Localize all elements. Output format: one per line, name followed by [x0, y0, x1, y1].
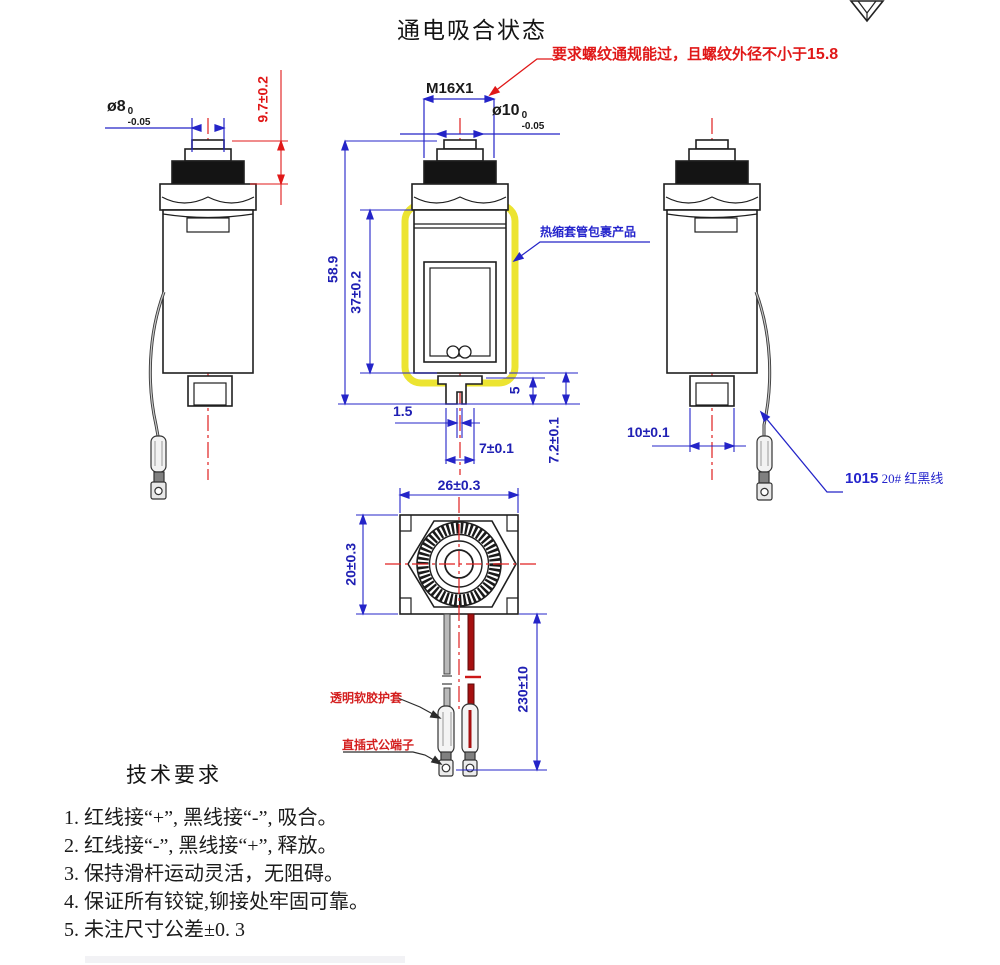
dim-label-d97: 9.7±0.2: [254, 76, 271, 123]
dim-d10: [400, 130, 560, 138]
wire-black: [442, 613, 452, 711]
wire-gauge-number: 1015: [845, 470, 879, 487]
dim-d230: [456, 613, 547, 771]
dim-label-d230: 230±10: [514, 666, 531, 713]
watermark-strip: [85, 956, 405, 963]
leader-wire-note: [757, 409, 843, 493]
dim-label-d15: 1.5: [393, 403, 413, 419]
dim-d26: [399, 488, 519, 513]
plunger-tip: [443, 139, 477, 150]
leader-terminal-note: [343, 751, 444, 768]
dim-label-d20: 20±0.3: [342, 542, 359, 586]
heat-shrink-note: 热缩套管包裹产品: [540, 225, 637, 239]
dim-d589: [338, 140, 580, 405]
tech-item-4: 4. 保证所有铰锭,铆接处牢固可靠。: [64, 891, 369, 913]
right-view: [652, 118, 843, 501]
wire-sheath-left: [437, 705, 455, 755]
lead-wire: [148, 291, 166, 437]
coil-body: [162, 209, 254, 374]
left-view: [105, 70, 288, 500]
plunger-collar: [688, 148, 736, 162]
dim-label-m16: M16X1: [426, 80, 474, 97]
knurled-nut: [675, 160, 749, 185]
tech-item-1: 1. 红线接“+”, 黑线接“-”, 吸合。: [64, 807, 338, 829]
tech-item-5: 5. 未注尺寸公差±0. 3: [64, 919, 245, 941]
wire-spec-note: 1015 20# 红黑线: [845, 471, 943, 487]
leader-sheath-note: [397, 697, 442, 722]
dim-label-d10b: 10±0.1: [627, 424, 670, 440]
terminal-block: [689, 375, 735, 407]
dim-d8: [105, 118, 225, 152]
dim-d20: [356, 514, 398, 615]
dim-d7: [445, 408, 475, 464]
dim-d10b: [652, 408, 746, 452]
wire-terminal: [150, 435, 167, 500]
bottom-view: [343, 488, 547, 777]
dim-label-d37: 37±0.2: [347, 270, 364, 314]
dim-label-d7: 7±0.1: [479, 440, 514, 456]
tech-requirements-heading: 技术要求: [126, 763, 222, 787]
dim-d15: [395, 408, 480, 438]
leader-shrink-note: [511, 241, 650, 265]
dim-label-d5: 5: [506, 386, 523, 395]
terminal-block: [187, 375, 233, 407]
corner-symbol: [849, 0, 885, 23]
wire-exit-hole: [458, 345, 472, 359]
terminal-note: 直插式公端子: [342, 738, 415, 752]
front-view: [338, 58, 650, 475]
wire-terminal: [756, 435, 773, 501]
dim-m16: [423, 95, 495, 158]
wire-exit-hole: [446, 345, 460, 359]
thread-note-value: 15.8: [807, 46, 839, 63]
dim-d5: [486, 377, 545, 405]
thread-requirement-note: 要求螺纹通规能过，且螺纹外径不小于15.8: [552, 46, 839, 64]
plunger-tip: [695, 139, 729, 150]
plunger-stem: [437, 375, 483, 405]
knurled-nut: [171, 160, 245, 185]
page-title: 通电吸合状态: [397, 18, 547, 43]
leader-thread-note: [487, 58, 553, 99]
crimp-terminal-left: [438, 751, 454, 777]
wire-sheath-right: [461, 703, 479, 755]
dim-label-d26: 26±0.3: [437, 477, 481, 493]
dim-label-d589: 58.9: [324, 255, 341, 283]
plunger-tip: [191, 139, 225, 150]
coil-body: [666, 209, 758, 374]
crosshair-centerlines: [385, 497, 537, 710]
dim-d72: [509, 372, 578, 405]
crimp-terminal-right: [462, 751, 478, 777]
dim-d37: [360, 209, 437, 374]
tech-item-3: 3. 保持滑杆运动灵活，无阻碍。: [64, 863, 344, 885]
knurled-nut: [423, 160, 497, 185]
plunger-collar: [436, 148, 484, 162]
sheath-note: 透明软胶护套: [330, 691, 403, 705]
thread-note-text: 要求螺纹通规能过，且螺纹外径不小于: [552, 47, 808, 63]
dim-d97: [232, 70, 288, 205]
tech-item-2: 2. 红线接“-”, 黑线接“+”, 释放。: [64, 835, 338, 857]
wire-color-text: 20# 红黑线: [878, 471, 944, 486]
dim-label-d72: 7.2±0.1: [545, 417, 562, 464]
corner-tabs: [400, 515, 518, 614]
coil-body: [413, 209, 507, 374]
wire-red: [465, 613, 481, 709]
